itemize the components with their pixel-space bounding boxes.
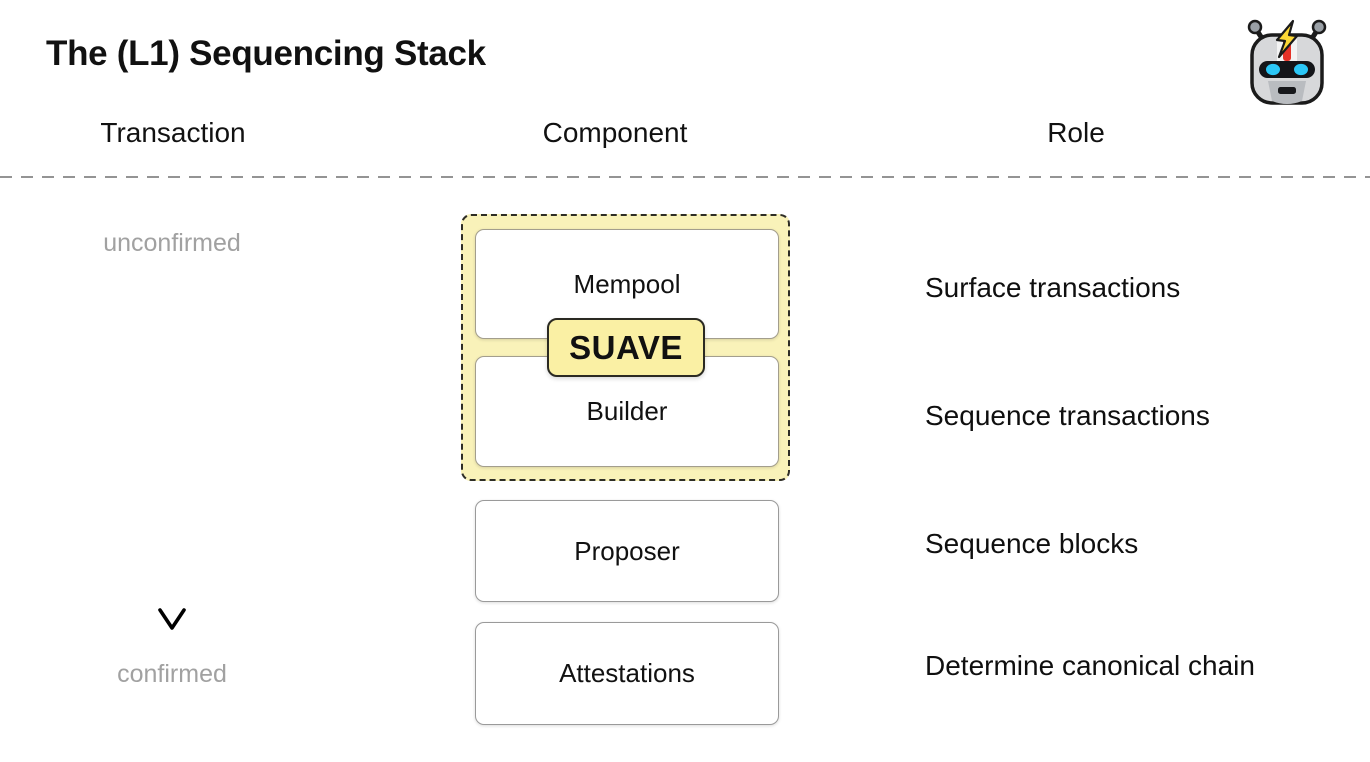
title-emphasis: Sequencing	[189, 34, 385, 73]
component-label-proposer: Proposer	[574, 535, 680, 566]
title-prefix: The (L1)	[46, 34, 190, 73]
component-box-mempool: Mempool	[475, 229, 779, 339]
suave-badge: SUAVE	[547, 318, 705, 377]
component-label-mempool: Mempool	[573, 268, 681, 299]
component-box-proposer: Proposer	[475, 500, 779, 602]
role-label-surface-transactions: Surface transactions	[925, 272, 1181, 303]
column-header-component: Component	[542, 117, 688, 148]
page-title: The (L1) Sequencing Stack	[46, 34, 486, 74]
column-header-role: Role	[1047, 117, 1105, 148]
header-separator-dashed-line	[0, 176, 1370, 178]
component-label-builder: Builder	[586, 396, 668, 426]
role-label-sequence-transactions: Sequence transactions	[925, 400, 1210, 431]
flow-label-confirmed: confirmed	[117, 660, 227, 688]
title-suffix: Stack	[384, 34, 486, 73]
component-box-attestations: Attestations	[475, 622, 779, 725]
down-arrow-icon	[158, 268, 186, 630]
component-box-builder: Builder	[475, 356, 779, 467]
role-label-sequence-blocks: Sequence blocks	[925, 528, 1139, 559]
component-label-attestations: Attestations	[559, 658, 695, 688]
role-label-determine-canonical-chain: Determine canonical chain	[925, 650, 1255, 681]
robot-lightning-icon	[1247, 19, 1327, 105]
flow-label-unconfirmed: unconfirmed	[103, 229, 241, 257]
column-header-transaction: Transaction	[100, 117, 246, 148]
suave-badge-label: SUAVE	[569, 328, 683, 366]
